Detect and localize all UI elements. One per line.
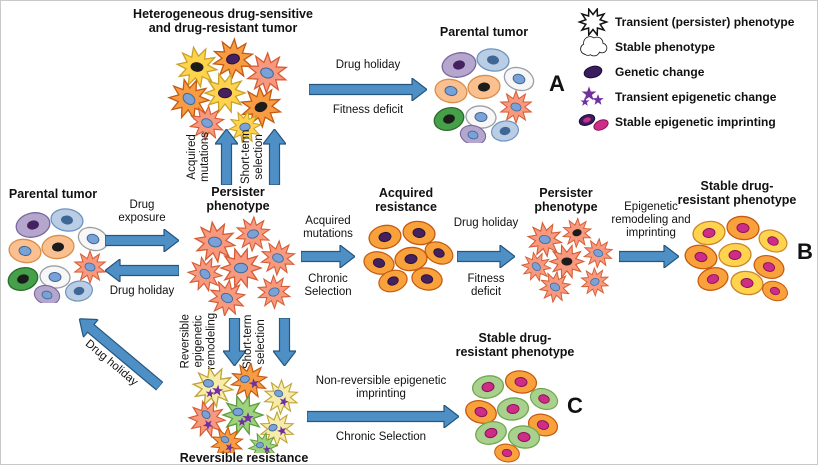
parental-tumor-a-cluster [433, 48, 537, 143]
arrow-down-1 [223, 318, 246, 366]
arrow-b2 [457, 245, 515, 268]
arrow-up-2 [263, 129, 286, 185]
heterogeneous-tumor-label: Heterogeneous drug-sensitive and drug-re… [133, 7, 313, 36]
legend-label: Transient (persister) phenotype [615, 14, 795, 29]
arrow-up-1 [215, 129, 238, 185]
legend-label: Genetic change [615, 64, 705, 79]
drug-holiday-b-label: Drug holiday [453, 217, 519, 229]
arrow-drug-exposure [105, 229, 179, 252]
fitness-deficit-b-label: Fitness deficit [467, 273, 505, 299]
epigenetic-remodeling-label: Epigenetic remodeling and imprinting [611, 201, 691, 240]
legend-row: Stable epigenetic imprinting [575, 109, 794, 134]
stable-drug-resistant-b-label: Stable drug-resistant phenotype [677, 179, 797, 208]
drug-exposure-label: Drug exposure [118, 199, 166, 225]
stable-drug-resistant-c-label: Stable drug-resistant phenotype [455, 331, 575, 360]
genetic-change-icon [583, 65, 603, 78]
acquired-mutations-b-label: Acquired mutations [303, 215, 353, 241]
arrow-a-right [309, 78, 427, 101]
persister-phenotype-2-label: Persister phenotype [534, 186, 598, 215]
legend-label: Transient epigenetic change [615, 89, 777, 104]
legend-label: Stable phenotype [615, 39, 716, 54]
acquired-mutations-vertical-label: Acquired mutations [186, 131, 211, 182]
acquired-resistance-cluster [363, 220, 454, 293]
chronic-selection-c-label: Chronic Selection [335, 431, 427, 443]
reversible-resistance-label: Reversible resistance [179, 451, 309, 465]
panel-a-letter: A [549, 71, 565, 96]
heterogeneous-tumor-cluster [161, 37, 293, 143]
arrow-b1 [301, 245, 355, 268]
legend-row: Transient (persister) phenotype [575, 7, 795, 36]
parental-tumor-a-label: Parental tumor [439, 25, 529, 39]
stable-epigenetic-icon [578, 113, 609, 131]
arrow-down-2 [273, 318, 296, 366]
chronic-selection-b-label: Chronic Selection [304, 273, 352, 299]
non-reversible-imprinting-label: Non-reversible epigenetic imprinting [315, 375, 447, 401]
legend: Transient (persister) phenotype Stable p… [575, 7, 795, 134]
persister-phenotype-1-cluster [181, 214, 299, 316]
arrow-diagonal-drug-holiday [78, 318, 164, 391]
fitness-deficit-a-label: Fitness deficit [332, 104, 404, 116]
panel-b-letter: B [797, 239, 813, 264]
transient-persister-icon [578, 7, 608, 36]
legend-row: Transient epigenetic change [575, 84, 794, 109]
stable-phenotype-icon [580, 35, 608, 56]
persister-phenotype-1-label: Persister phenotype [206, 185, 270, 214]
persister-phenotype-2-cluster [516, 215, 616, 303]
reversible-resistance-cluster [183, 363, 304, 453]
stable-drug-resistant-c-cluster [465, 370, 559, 463]
legend-row: Stable phenotype [575, 34, 794, 59]
arrow-c1 [307, 405, 459, 428]
stable-drug-resistant-b-cluster [684, 215, 788, 302]
parental-tumor-b-cluster [7, 208, 111, 303]
parental-tumor-b-label: Parental tumor [8, 187, 98, 201]
arrow-b3 [619, 245, 679, 268]
legend-label: Stable epigenetic imprinting [615, 114, 776, 129]
panel-c-letter: C [567, 393, 583, 418]
drug-holiday-a-label: Drug holiday [335, 59, 401, 71]
acquired-resistance-label: Acquired resistance [375, 186, 437, 215]
arrow-drug-holiday-return [105, 259, 179, 282]
short-term-selection-vertical-label-top: Short-term selection [240, 129, 265, 185]
transient-epigenetic-icon [580, 85, 604, 106]
drug-holiday-return-label: Drug holiday [109, 285, 175, 297]
legend-row: Genetic change [575, 59, 794, 84]
